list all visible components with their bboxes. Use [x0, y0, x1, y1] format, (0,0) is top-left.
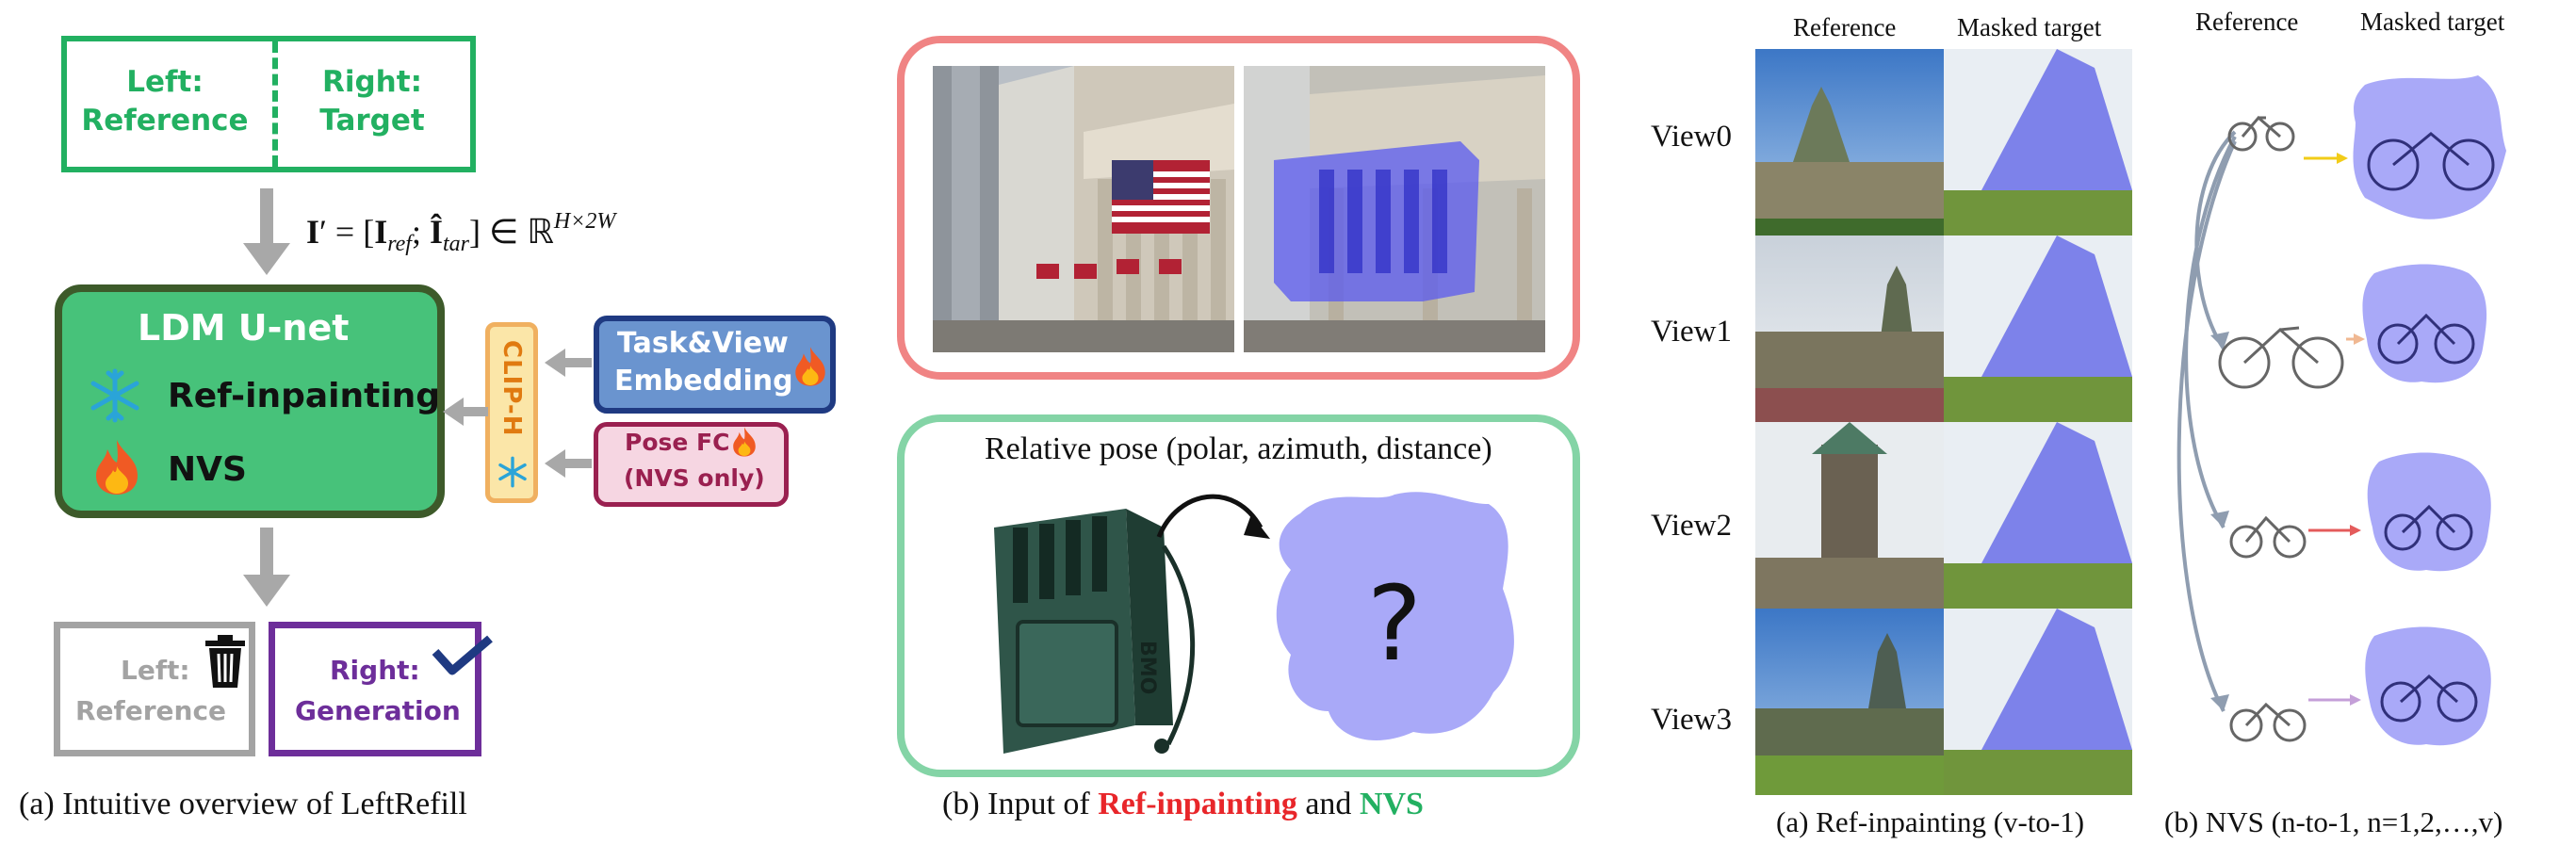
- pose-fc-line2: (NVS only): [624, 464, 765, 492]
- ref-bicycle-2: [2229, 515, 2307, 559]
- pose-fire-icon: [733, 427, 756, 457]
- pose-to-clip-arrow: [545, 449, 592, 478]
- nvs-diagram: [2177, 75, 2506, 746]
- panel-d-caption: (b) NVS (n-to-1, n=1,2,…,v): [2164, 805, 2503, 838]
- dashed-divider: [272, 41, 278, 167]
- panel-b-caption-nvs: NVS: [1359, 787, 1424, 821]
- target-blob-2: [2367, 452, 2491, 572]
- bottom-right-box: [269, 622, 481, 756]
- ldm-ref-inpainting-label: Ref-inpainting: [168, 377, 441, 415]
- target-blob-3: [2365, 626, 2491, 746]
- clip-to-ldm-arrow: [443, 398, 488, 426]
- question-mark: ?: [1367, 563, 1422, 684]
- view-label: View0: [1651, 120, 1732, 154]
- pose-fc-box: [594, 422, 789, 507]
- bottom-left-line2: Reference: [75, 695, 227, 726]
- down-arrow-1: [260, 188, 273, 249]
- masked-header: Masked target: [1957, 13, 2102, 41]
- nvs-ref-header: Reference: [2195, 8, 2299, 36]
- view3-target: [1944, 609, 2132, 795]
- top-right-label: Right: Target: [319, 65, 425, 138]
- view2-target: [1944, 422, 2132, 609]
- concat-equation: I′ = [Iref; Îtar] ∈ ℝH×2W: [306, 209, 617, 256]
- checkmark-icon: [432, 635, 493, 675]
- task-to-clip-arrow: [545, 349, 592, 377]
- task-view-line2: Embedding: [614, 365, 793, 398]
- ref-inpainting-grid: [1755, 49, 2132, 795]
- relative-pose-label: Relative pose (polar, azimuth, distance): [985, 431, 1492, 466]
- clip-h-label: CLIP-H: [497, 339, 526, 437]
- view-label: View3: [1651, 703, 1732, 737]
- view-label: View2: [1651, 509, 1732, 543]
- ldm-nvs-label: NVS: [168, 450, 247, 489]
- nvs-masked-header: Masked target: [2360, 8, 2505, 36]
- down-arrowhead-2: [243, 575, 290, 607]
- device-text: BMO: [1135, 641, 1159, 694]
- view3-reference: [1755, 609, 1944, 795]
- panel-b-caption-prefix: (b) Input of: [942, 787, 1099, 821]
- building-image-pair: [933, 66, 1545, 352]
- task-view-embedding-box: [594, 316, 836, 414]
- bottom-right-line1: Right:: [330, 655, 420, 686]
- panel-b-caption-mid: and: [1296, 787, 1360, 821]
- ref-bicycle-0: [2227, 115, 2295, 152]
- device-object-image: BMO: [994, 509, 1196, 754]
- down-arrow-2: [260, 528, 273, 580]
- panel-a-caption: (a) Intuitive overview of LeftRefill: [19, 787, 467, 821]
- top-left-label: Left: Reference: [81, 65, 249, 138]
- panel-b-caption-ref: Ref-inpainting: [1098, 787, 1297, 821]
- view0-reference: [1755, 49, 1944, 236]
- ref-inpainting-input-box: [897, 36, 1580, 380]
- fire-icon: [96, 440, 138, 495]
- ref-bicycle-1: [2218, 326, 2344, 389]
- ref-header: Reference: [1793, 13, 1897, 41]
- input-concat-box: [61, 36, 476, 172]
- svg-text:I′ = [Iref; Îtar] ∈ ℝH×2W: I′ = [Iref; Îtar] ∈ ℝH×2W: [306, 209, 617, 256]
- task-fire-icon: [795, 347, 825, 386]
- view-label: View1: [1651, 315, 1732, 349]
- bottom-left-line1: Left:: [121, 655, 190, 686]
- clip-snowflake-icon: [498, 456, 527, 488]
- view0-target: [1944, 49, 2132, 236]
- rotation-arrow: [1156, 494, 1270, 539]
- bottom-right-line2: Generation: [295, 695, 461, 726]
- nvs-input-box: [897, 414, 1580, 777]
- view1-reference: [1755, 236, 1944, 422]
- down-arrowhead-1: [243, 243, 290, 275]
- snowflake-icon: [90, 368, 139, 423]
- target-blob-0: [2353, 75, 2506, 219]
- view1-target: [1944, 236, 2132, 422]
- bottom-left-box: [54, 622, 255, 756]
- trash-icon: [205, 635, 245, 688]
- panel-b-caption: (b) Input of Ref-inpainting and NVS: [942, 787, 1424, 822]
- target-blob-1: [2362, 264, 2487, 383]
- task-view-line1: Task&View: [617, 327, 789, 360]
- unknown-target-mask: ?: [1276, 492, 1514, 740]
- pose-fc-line1: Pose FC: [625, 429, 730, 456]
- ldm-title: LDM U-net: [138, 307, 350, 349]
- ref-bicycle-3: [2229, 702, 2307, 742]
- panel-c-caption: (a) Ref-inpainting (v-to-1): [1776, 805, 2085, 838]
- view2-reference: [1755, 422, 1944, 609]
